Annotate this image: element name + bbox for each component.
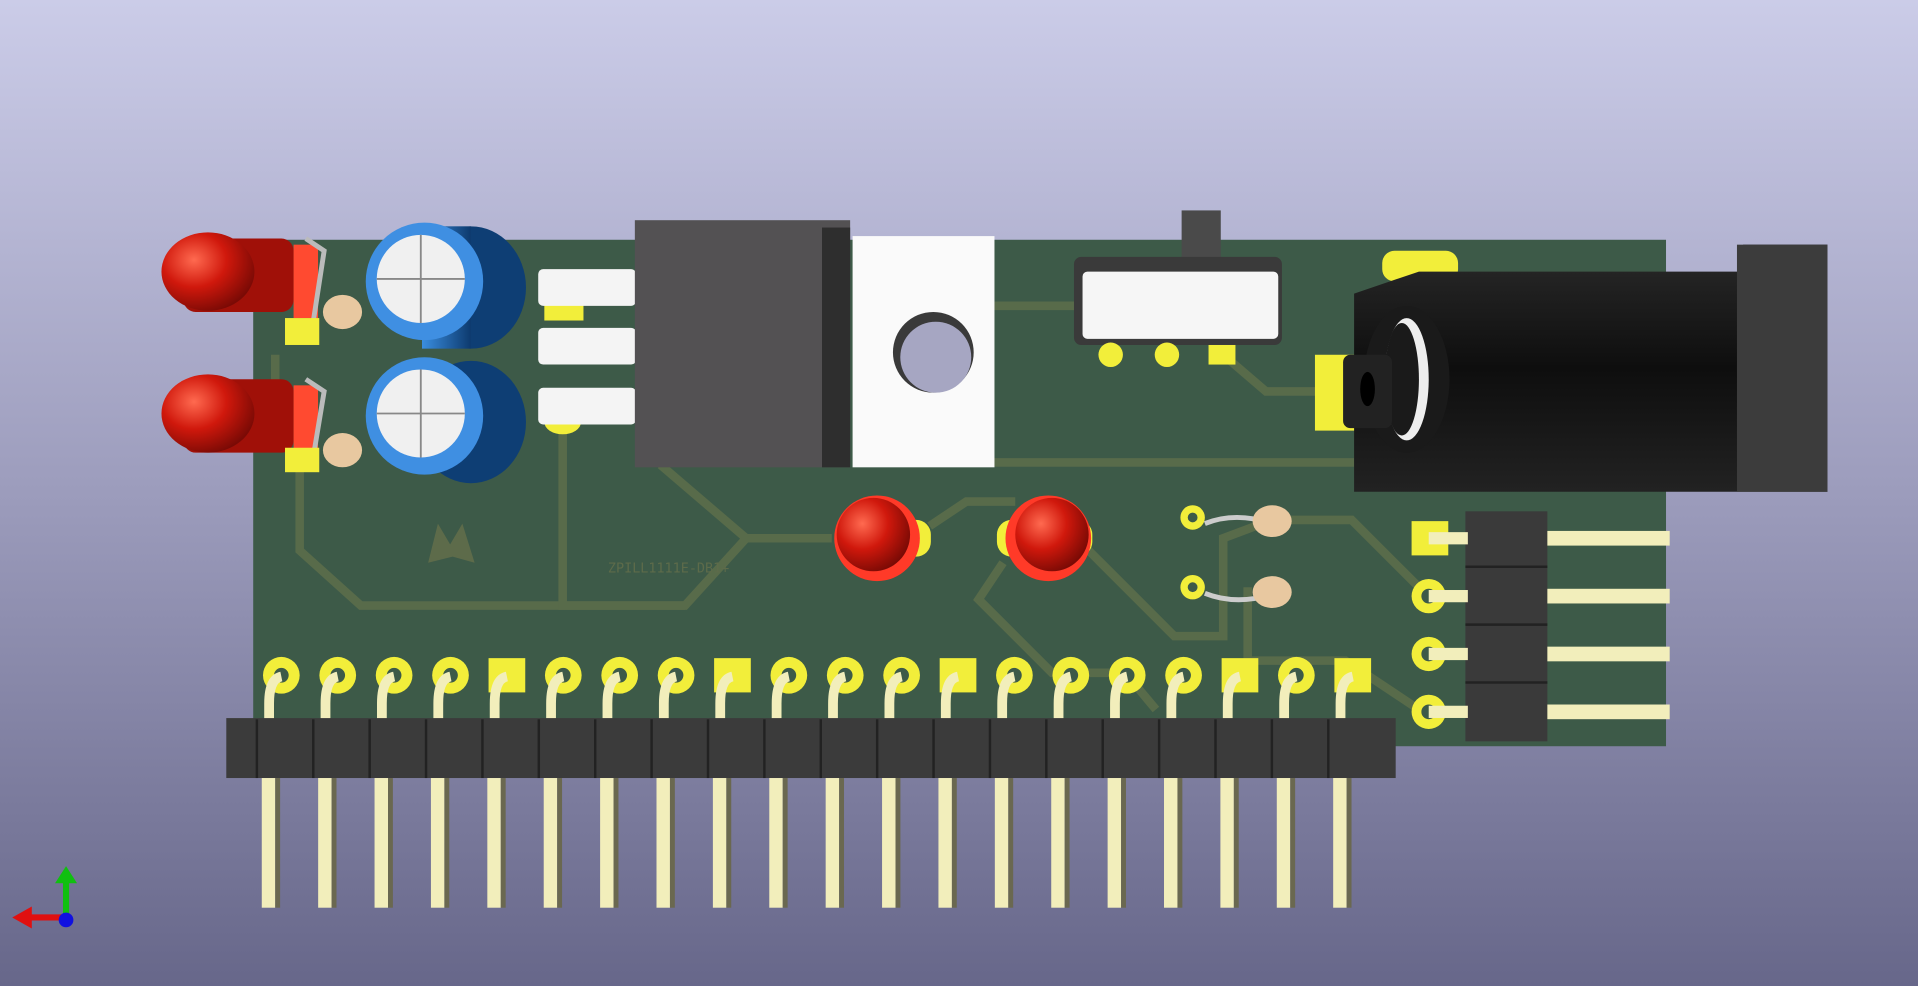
header-pin-leg	[769, 778, 783, 908]
header-pin-leg	[1333, 778, 1347, 908]
led-d4[interactable]	[996, 495, 1093, 582]
logo-mark	[428, 523, 475, 563]
header-pin	[375, 656, 413, 734]
header-body	[226, 718, 1396, 779]
header-pin-leg	[543, 778, 558, 908]
header-pin-leg	[487, 778, 501, 908]
header-pin	[544, 656, 582, 734]
header-pin	[939, 658, 977, 734]
resistor-r3[interactable]	[1180, 505, 1292, 538]
axes-gizmo	[12, 866, 78, 929]
header-pin	[1052, 656, 1090, 734]
side-header[interactable]	[1411, 511, 1670, 742]
header-pin-leg	[374, 778, 389, 908]
header-pin-leg	[430, 778, 445, 908]
header-pin-leg	[1051, 778, 1065, 908]
header-pin	[601, 656, 639, 734]
capacitor-c2[interactable]	[365, 357, 526, 484]
header-pin	[1108, 656, 1146, 734]
led-d2[interactable]	[161, 374, 319, 459]
slide-switch[interactable]	[1073, 210, 1282, 367]
header-pin-leg	[882, 778, 896, 908]
header-pin	[1278, 656, 1315, 734]
header-pin-leg	[261, 778, 276, 908]
resistor-r2[interactable]	[304, 377, 363, 468]
resistor-r4[interactable]	[1180, 574, 1292, 608]
side-pin	[1547, 530, 1670, 546]
dc-power-jack[interactable]	[1314, 244, 1828, 492]
led-d1[interactable]	[161, 232, 319, 319]
header-pin-leg	[1276, 778, 1291, 908]
header-pin	[488, 658, 526, 734]
header-pin-leg	[712, 778, 727, 908]
header-pin	[996, 656, 1033, 734]
header-pin	[1334, 658, 1372, 734]
silkscreen-label: ZPILL1111E-DB1+	[608, 562, 729, 577]
header-pin	[657, 656, 695, 734]
header-pin	[770, 656, 808, 734]
header-pin-leg	[938, 778, 952, 908]
led-d3[interactable]	[834, 495, 931, 582]
header-pin-leg	[1220, 778, 1234, 908]
resistor-r1[interactable]	[304, 236, 363, 331]
header-pin-leg	[600, 778, 614, 908]
header-pin-leg	[825, 778, 840, 908]
header-pin-leg	[994, 778, 1009, 908]
header-pin	[432, 656, 469, 734]
header-pin	[826, 656, 864, 734]
voltage-regulator[interactable]	[538, 220, 995, 468]
header-pin	[1221, 658, 1259, 734]
capacitor-c1[interactable]	[365, 222, 526, 349]
header-pin	[319, 656, 357, 734]
header-pin	[1165, 656, 1202, 734]
header-pin-leg	[1164, 778, 1178, 908]
pin-header[interactable]	[226, 656, 1396, 908]
header-pin-leg	[1107, 778, 1122, 908]
side-pin	[1547, 704, 1670, 720]
side-pin	[1547, 646, 1670, 662]
header-pin-leg	[318, 778, 332, 908]
header-pin	[714, 658, 751, 734]
header-pin-leg	[656, 778, 670, 908]
header-pin	[262, 656, 300, 734]
header-pin	[883, 656, 920, 734]
side-pin	[1547, 588, 1670, 604]
